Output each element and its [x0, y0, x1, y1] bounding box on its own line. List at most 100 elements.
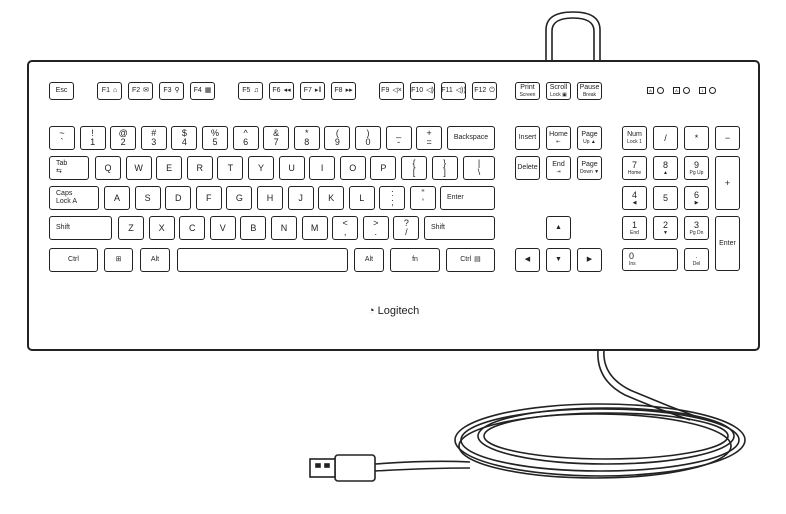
key-symbol[interactable]: ▶ [577, 248, 602, 272]
key-f5[interactable]: F5♫ [238, 82, 263, 100]
key-insert[interactable]: Insert [515, 126, 540, 150]
key-u[interactable]: U [278, 156, 305, 180]
key-ctrl[interactable]: Ctrl [49, 248, 98, 272]
key-f9[interactable]: F9◁× [379, 82, 404, 100]
key-symbol[interactable]: .Del [684, 248, 709, 271]
key-symbol[interactable]: ?/ [393, 216, 420, 240]
key-alt[interactable]: Alt [354, 248, 384, 272]
key-s[interactable]: S [134, 186, 161, 210]
key-f10[interactable]: F10◁) [410, 82, 435, 100]
key-shift[interactable]: Shift [424, 216, 495, 240]
key-n[interactable]: N [271, 216, 297, 240]
key-f7[interactable]: F7▸‖ [300, 82, 325, 100]
key-symbol[interactable]: >. [362, 216, 389, 240]
key-symbol[interactable]: += [416, 126, 443, 150]
key-f4[interactable]: F4▦ [190, 82, 215, 100]
key-backspace[interactable]: Backspace [447, 126, 495, 150]
key-fn[interactable]: fn [390, 248, 440, 272]
key-d[interactable]: D [165, 186, 192, 210]
key-f[interactable]: F [195, 186, 222, 210]
key-symbol[interactable]: "' [410, 186, 436, 210]
key-8[interactable]: 8▲ [653, 156, 678, 180]
key-symbol[interactable]: ~` [49, 126, 75, 150]
key-tab[interactable]: Tab⇆ [49, 156, 89, 180]
key-f6[interactable]: F6◂◂ [269, 82, 294, 100]
key-w[interactable]: W [125, 156, 152, 180]
key-symbol[interactable]: <, [332, 216, 359, 240]
key-f8[interactable]: F8▸▸ [331, 82, 356, 100]
key-symbol[interactable]: !1 [79, 126, 106, 150]
key-space[interactable] [177, 248, 348, 272]
key-l[interactable]: L [348, 186, 375, 210]
key-y[interactable]: Y [248, 156, 274, 180]
key-symbol[interactable]: ▲ [546, 216, 571, 240]
key-ctrl[interactable]: Ctrl▤ [446, 248, 495, 272]
key-h[interactable]: H [257, 186, 283, 210]
key-end[interactable]: End⇥ [546, 156, 571, 180]
key-p[interactable]: P [370, 156, 397, 180]
key-symbol[interactable]: %5 [202, 126, 228, 150]
key-alt[interactable]: Alt [140, 248, 170, 272]
key-symbol[interactable]: |\ [463, 156, 495, 180]
key-symbol[interactable]: ▼ [546, 248, 571, 272]
key-t[interactable]: T [217, 156, 244, 180]
key-f11[interactable]: F11◁)) [441, 82, 466, 100]
key-g[interactable]: G [226, 186, 253, 210]
key-4[interactable]: 4◀ [622, 186, 647, 210]
key-delete[interactable]: Delete [515, 156, 540, 180]
key-symbol[interactable]: * [684, 126, 709, 150]
key-b[interactable]: B [240, 216, 267, 240]
key-f1[interactable]: F1⌂ [97, 82, 122, 100]
key-m[interactable]: M [301, 216, 328, 240]
key-q[interactable]: Q [95, 156, 121, 180]
key-5[interactable]: 5 [653, 186, 678, 210]
key-symbol[interactable]: − [715, 126, 740, 150]
key-j[interactable]: J [287, 186, 314, 210]
key-symbol[interactable]: _- [385, 126, 412, 150]
key-symbol[interactable]: (9 [324, 126, 351, 150]
key-f12[interactable]: F12⏻ [472, 82, 497, 100]
key-symbol[interactable]: @2 [110, 126, 137, 150]
key-symbol[interactable]: &7 [263, 126, 290, 150]
key-symbol[interactable]: )0 [355, 126, 381, 150]
key-symbol[interactable]: :; [379, 186, 406, 210]
key-i[interactable]: I [309, 156, 336, 180]
key-2[interactable]: 2▼ [653, 216, 678, 240]
key-symbol[interactable]: / [653, 126, 678, 150]
key-symbol[interactable]: + [715, 156, 740, 210]
key-k[interactable]: K [318, 186, 345, 210]
key-enter[interactable]: Enter [440, 186, 495, 210]
key-x[interactable]: X [148, 216, 175, 240]
key-symbol[interactable]: #3 [140, 126, 167, 150]
key-symbol[interactable]: ◀ [515, 248, 540, 272]
key-symbol[interactable]: {[ [401, 156, 427, 180]
key-symbol[interactable]: ^6 [232, 126, 259, 150]
key-c[interactable]: C [179, 216, 206, 240]
key-esc[interactable]: Esc [49, 82, 74, 100]
key-f2[interactable]: F2✉ [128, 82, 153, 100]
key-enter[interactable]: Enter [715, 216, 740, 271]
key-a[interactable]: A [104, 186, 130, 210]
key-z[interactable]: Z [118, 216, 144, 240]
key-home[interactable]: Home⇤ [546, 126, 571, 150]
key-symbol[interactable]: *8 [293, 126, 320, 150]
key-f3[interactable]: F3⚲ [159, 82, 184, 100]
key-shift[interactable]: Shift [49, 216, 112, 240]
key-v[interactable]: V [209, 216, 236, 240]
key-6[interactable]: 6▶ [684, 186, 709, 210]
key-symbol[interactable]: ⊞ [104, 248, 133, 272]
key-symbol[interactable]: }] [431, 156, 458, 180]
key-r[interactable]: R [186, 156, 213, 180]
